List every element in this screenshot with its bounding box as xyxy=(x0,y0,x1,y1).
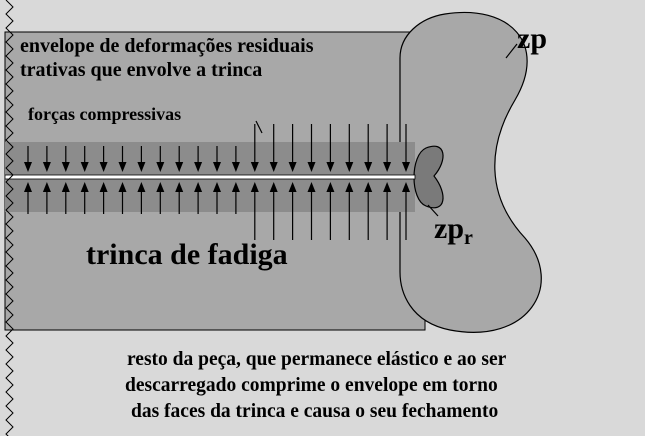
compressive-arrow-up xyxy=(402,182,410,240)
compressive-arrow-down xyxy=(194,146,203,172)
compressive-arrow-down xyxy=(80,146,89,172)
compressive-forces-label: forças compressivas xyxy=(28,104,182,124)
compressive-arrow-up xyxy=(42,182,51,214)
compressive-arrow-up xyxy=(326,182,335,240)
zpr-leader-line xyxy=(427,204,439,217)
compressive-arrow-down xyxy=(99,146,108,172)
torn-left-edge xyxy=(5,0,14,436)
compressive-arrow-down xyxy=(269,124,278,172)
compressive-arrow-down xyxy=(326,124,335,172)
plastic-zone-label: zp xyxy=(517,22,547,55)
compressive-arrow-down xyxy=(250,124,259,172)
compressive-arrow-down xyxy=(156,146,165,172)
compressive-arrow-down xyxy=(118,146,127,172)
compressive-arrow-up xyxy=(99,182,108,214)
compressive-arrow-down xyxy=(307,124,316,172)
compressive-arrow-down xyxy=(402,124,410,172)
compressive-arrow-up xyxy=(383,182,392,240)
compressive-arrows-top xyxy=(24,124,410,172)
reverse-plastic-zone-label: zpr xyxy=(434,212,473,249)
compressive-arrow-up xyxy=(231,182,240,214)
zp-leader-line xyxy=(505,43,518,59)
compressive-arrow-down xyxy=(288,124,297,172)
rest-of-part-label-line2: descarregado comprime o envelope em torn… xyxy=(125,375,498,396)
envelope-label-line1: envelope de deformações residuais xyxy=(20,35,314,57)
plastic-zone xyxy=(399,12,542,333)
compressive-arrow-down xyxy=(213,146,221,172)
fatigue-crack-label: trinca de fadiga xyxy=(86,238,288,271)
compressive-arrows-bottom xyxy=(24,182,410,240)
compressive-arrow-up xyxy=(137,182,146,214)
compressive-arrow-up xyxy=(269,182,278,240)
compressive-arrow-up xyxy=(118,182,127,214)
rest-of-part-label-line1: resto da peça, que permanece elástico e … xyxy=(127,349,507,370)
compressive-arrow-up xyxy=(213,182,221,214)
compressive-arrow-down xyxy=(24,146,32,172)
compressive-arrow-up xyxy=(24,182,32,214)
compressive-arrow-up xyxy=(307,182,316,240)
compressive-arrow-down xyxy=(383,124,392,172)
compressive-arrow-down xyxy=(364,124,373,172)
compressive-arrow-up xyxy=(80,182,89,214)
envelope-label-line2: trativas que envolve a trinca xyxy=(20,59,263,81)
compressive-arrow-up xyxy=(194,182,203,214)
compressive-arrow-up xyxy=(250,182,259,240)
compressive-arrow-up xyxy=(345,182,354,240)
compressive-arrow-up xyxy=(175,182,184,214)
fatigue-crack xyxy=(4,174,416,180)
forces-leader-line xyxy=(255,120,263,134)
compressive-arrow-down xyxy=(61,146,70,172)
compressive-arrow-up xyxy=(288,182,297,240)
rest-of-part-label-line3: das faces da trinca e causa o seu fecham… xyxy=(131,401,499,422)
reverse-zone-label-main: zp xyxy=(434,212,464,245)
compressive-arrow-down xyxy=(345,124,354,172)
compressive-arrow-down xyxy=(137,146,146,172)
compressive-arrow-down xyxy=(175,146,184,172)
compressive-arrow-up xyxy=(156,182,165,214)
compressive-arrow-down xyxy=(42,146,51,172)
compressive-arrow-down xyxy=(231,146,240,172)
reverse-zone-label-subscript: r xyxy=(464,227,473,249)
compressive-arrow-up xyxy=(364,182,373,240)
compressive-arrow-up xyxy=(61,182,70,214)
